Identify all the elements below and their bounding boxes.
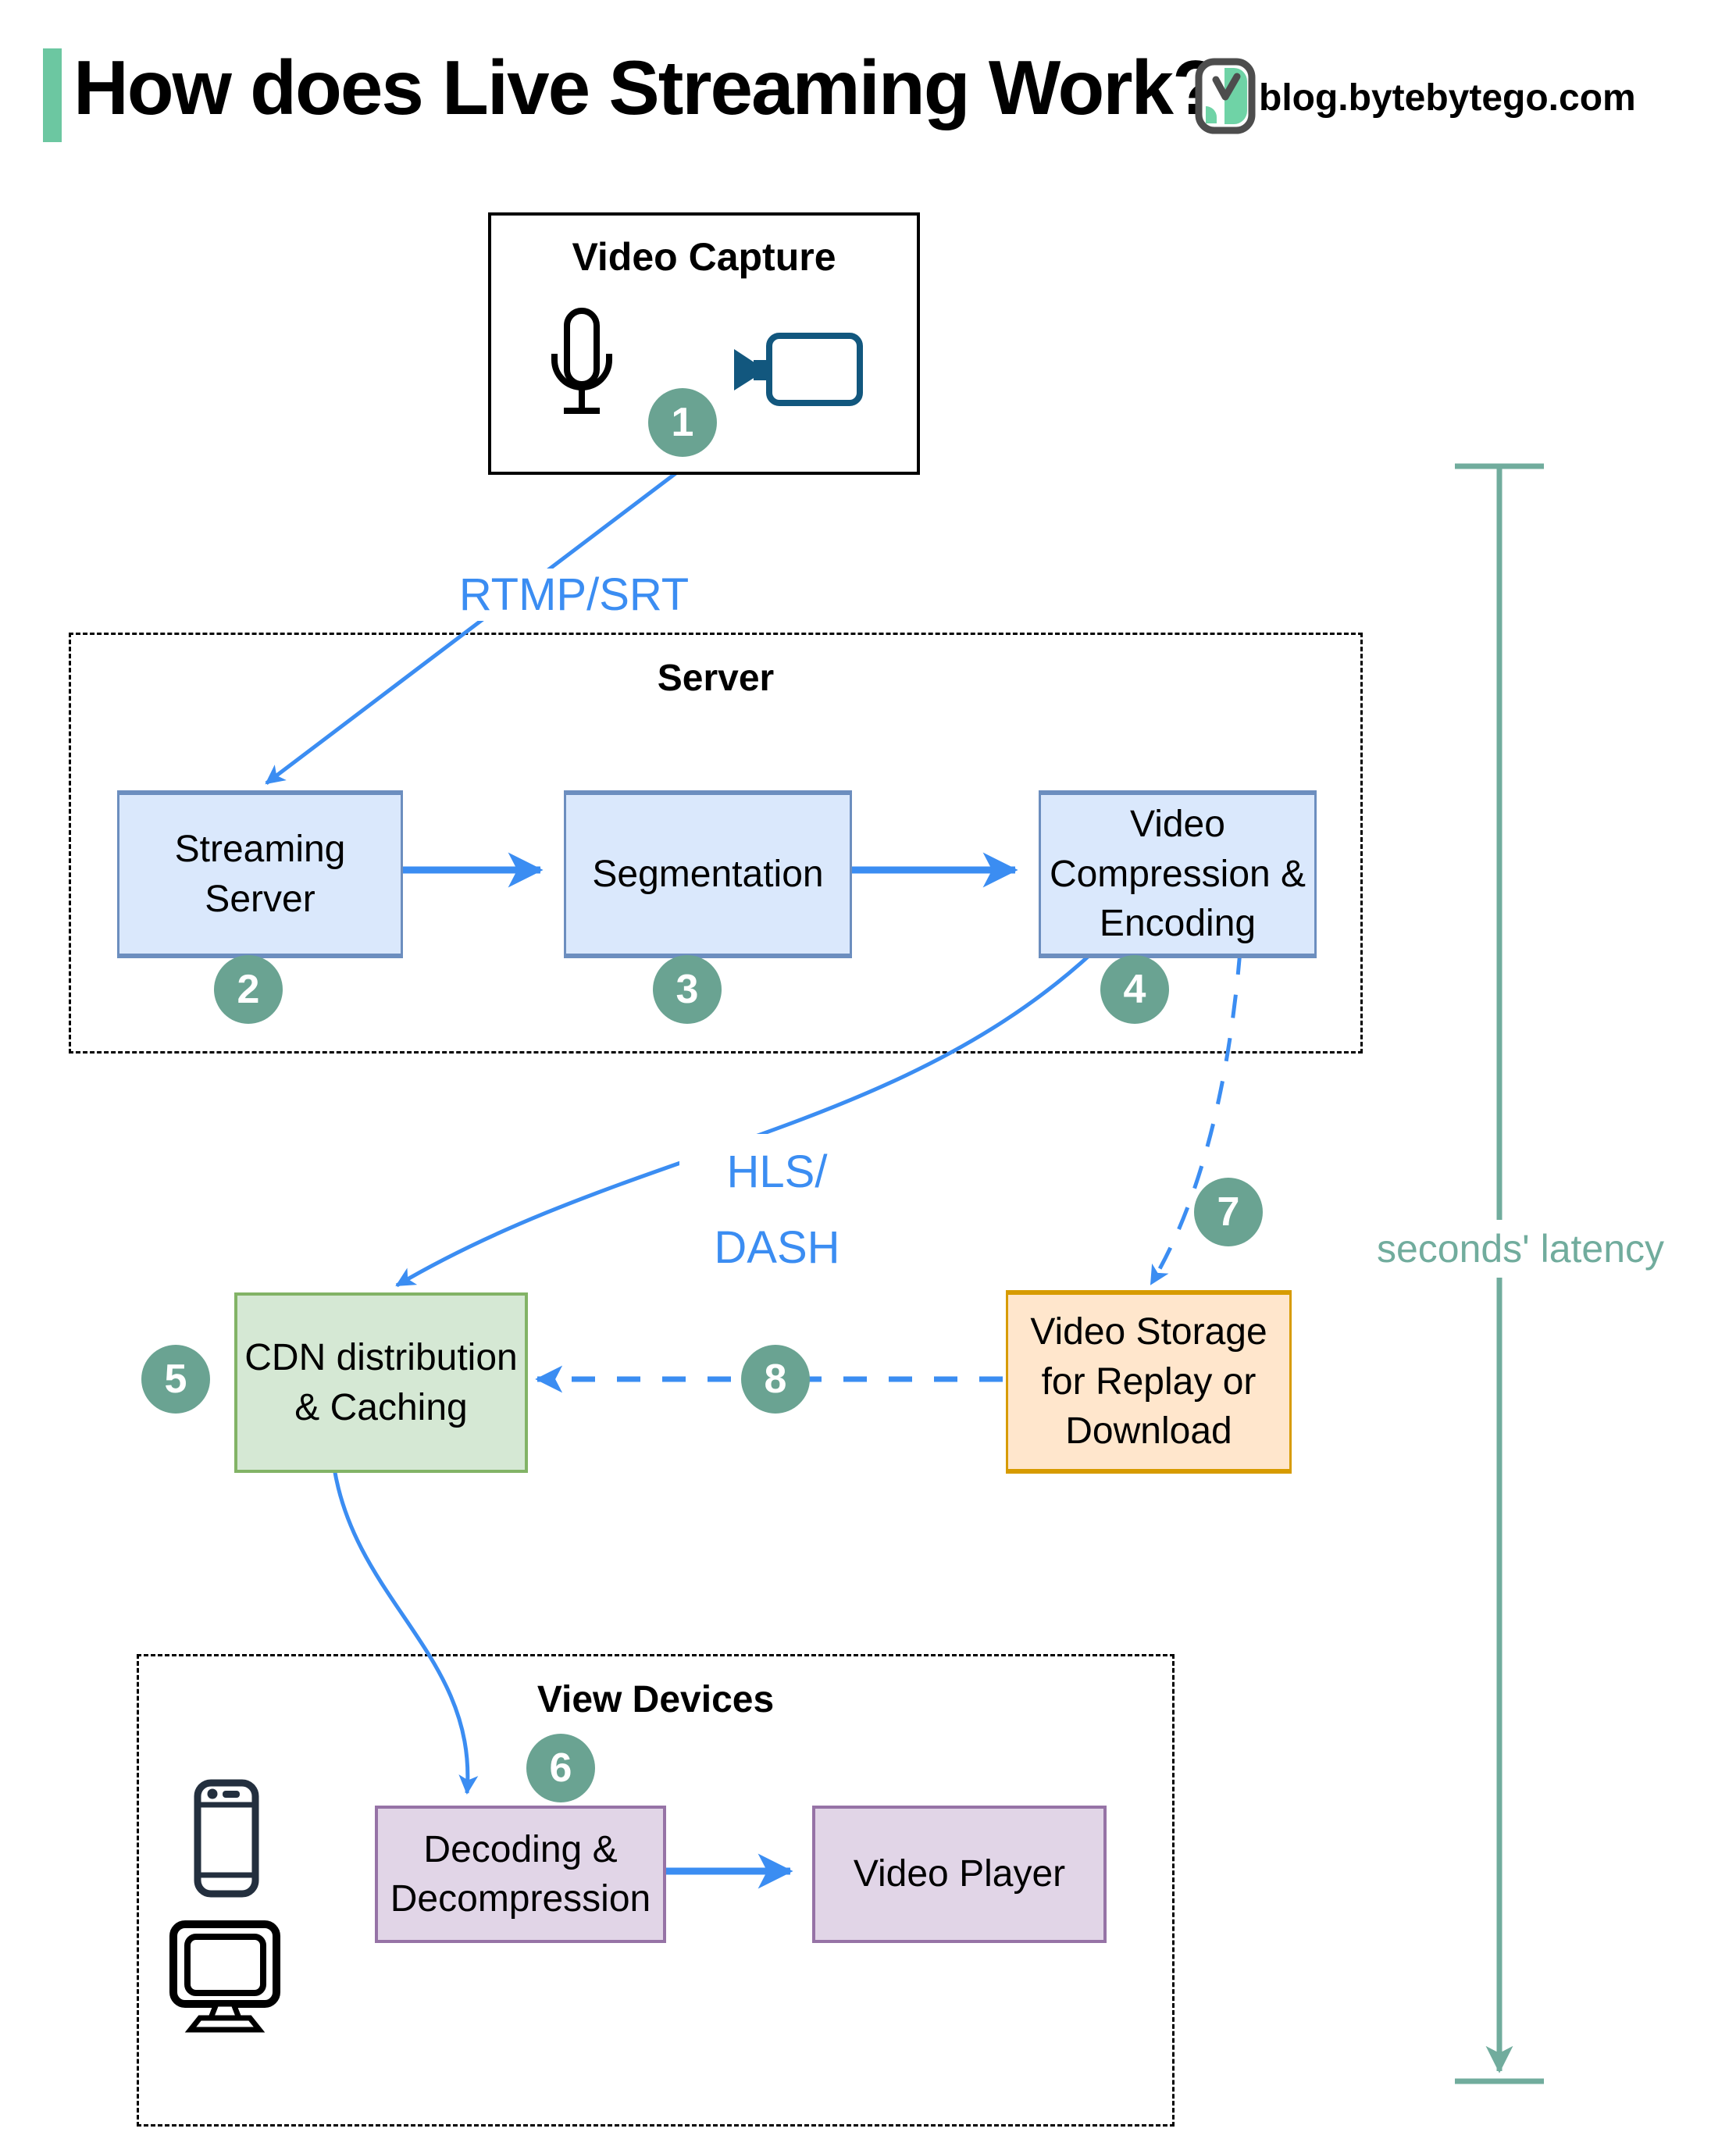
node-video-compression: Video Compression & Encoding xyxy=(1039,790,1317,958)
view-devices-group: View Devices xyxy=(137,1654,1175,2127)
step-badge-3: 3 xyxy=(653,955,722,1024)
step-badge-5: 5 xyxy=(141,1345,210,1414)
site-label: blog.bytebytego.com xyxy=(1259,77,1636,119)
node-streaming-server: Streaming Server xyxy=(117,790,403,958)
bytebytego-logo xyxy=(1195,58,1256,134)
smartphone-icon xyxy=(193,1778,260,1902)
edge-label-rtmp: RTMP/SRT xyxy=(422,569,726,621)
step-badge-4: 4 xyxy=(1100,955,1169,1024)
node-segmentation: Segmentation xyxy=(564,790,852,958)
video-camera-icon xyxy=(730,331,864,412)
node-video-storage: Video Storage for Replay or Download xyxy=(1006,1290,1292,1474)
view-devices-group-label: View Devices xyxy=(536,1679,775,1720)
step-badge-1: 1 xyxy=(648,388,717,457)
page-title: How does Live Streaming Work? xyxy=(73,45,1219,130)
bytebytego-logo-icon xyxy=(1195,58,1256,134)
node-video-player: Video Player xyxy=(812,1806,1107,1943)
video-capture-label: Video Capture xyxy=(572,235,836,279)
microphone-icon xyxy=(549,307,615,422)
step-badge-7: 7 xyxy=(1194,1178,1263,1246)
server-group-label: Server xyxy=(657,658,775,699)
step-badge-8: 8 xyxy=(741,1345,810,1414)
edge-label-hls-dash: HLS/ DASH xyxy=(679,1134,875,1286)
latency-label: seconds' latency xyxy=(1368,1220,1673,1278)
node-cdn: CDN distribution & Caching xyxy=(234,1292,528,1473)
node-decoding: Decoding & Decompression xyxy=(375,1806,666,1943)
title-accent-bar xyxy=(43,48,62,142)
monitor-icon xyxy=(169,1920,281,2039)
step-badge-2: 2 xyxy=(214,955,283,1024)
step-badge-6: 6 xyxy=(526,1734,595,1802)
